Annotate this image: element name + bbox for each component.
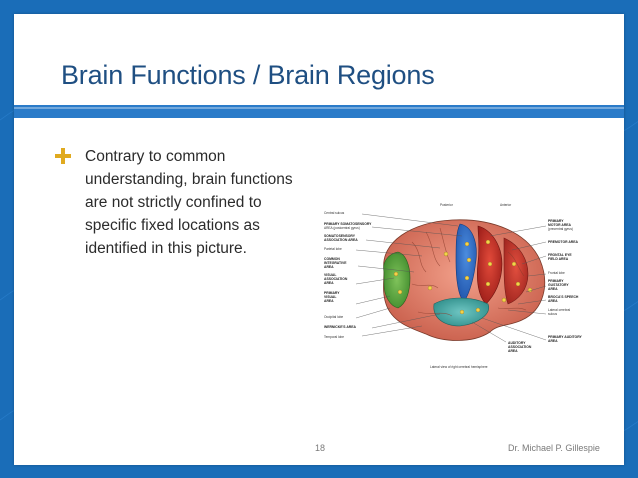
label-primary-auditory: PRIMARY AUDITORY <box>548 335 583 339</box>
label-auditory: AUDITORY <box>508 341 526 345</box>
label-association-area: ASSOCIATION AREA <box>324 238 358 242</box>
label-primary-3: PRIMARY <box>548 279 564 283</box>
left-labels: Central sulcus PRIMARY SOMATOSENSORY ARE… <box>324 211 372 339</box>
label-motor-area: MOTOR AREA <box>548 223 572 227</box>
label-area-1: AREA <box>324 265 334 269</box>
label-association-2: ASSOCIATION <box>508 345 532 349</box>
label-gustatory: GUSTATORY <box>548 283 569 287</box>
slide: Brain Functions / Brain Regions Contrary… <box>14 14 624 465</box>
label-area-4: AREA <box>548 287 558 291</box>
author-name: Dr. Michael P. Gillespie <box>508 443 600 453</box>
label-brocas-speech: BROCA'S SPEECH <box>548 295 579 299</box>
label-common: COMMON <box>324 257 340 261</box>
label-anterior: Anterior <box>500 203 512 207</box>
label-field-area: FIELD AREA <box>548 257 569 261</box>
brain-diagram: Posterior Anterior Central sulcus PRIMAR… <box>324 203 583 369</box>
label-visual-2: VISUAL <box>324 295 336 299</box>
label-primary-1: PRIMARY <box>324 291 340 295</box>
label-area-5: AREA <box>548 299 558 303</box>
right-labels: PRIMARY MOTOR AREA (precentral gyrus) PR… <box>548 219 583 343</box>
page-number: 18 <box>315 443 326 453</box>
label-postcentral-gyrus: AREA (postcentral gyrus) <box>324 226 360 230</box>
label-posterior: Posterior <box>440 203 454 207</box>
label-somatosensory: SOMATOSENSORY <box>324 234 356 238</box>
leader-lines <box>355 213 547 343</box>
label-area-2: AREA <box>324 281 334 285</box>
label-area-7: AREA <box>508 349 518 353</box>
figure-caption: Lateral view of right cerebral hemispher… <box>430 365 488 369</box>
bottom-labels: AUDITORY ASSOCIATION AREA <box>508 341 532 353</box>
label-primary-2: PRIMARY <box>548 219 564 223</box>
label-lateral-cerebral: Lateral cerebral <box>548 308 570 312</box>
title-band: Brain Functions / Brain Regions <box>14 14 624 105</box>
label-association: ASSOCIATION <box>324 277 348 281</box>
label-central-sulcus: Central sulcus <box>324 211 345 215</box>
label-primary-somatosensory: PRIMARY SOMATOSENSORY <box>324 222 372 226</box>
plus-bullet-icon <box>55 148 71 164</box>
label-integrative: INTEGRATIVE <box>324 261 347 265</box>
label-sulcus: sulcus <box>548 312 557 316</box>
label-parietal-lobe: Parietal lobe <box>324 247 342 251</box>
label-area-3: AREA <box>324 299 334 303</box>
label-area-6: AREA <box>548 339 558 343</box>
label-precentral-gyrus: (precentral gyrus) <box>548 227 573 231</box>
label-temporal-lobe: Temporal lobe <box>324 335 344 339</box>
label-frontal-lobe: Frontal lobe <box>548 271 565 275</box>
bullet-text: Contrary to common understanding, brain … <box>85 148 293 257</box>
label-occipital-lobe: Occipital lobe <box>324 315 343 319</box>
label-visual: VISUAL <box>324 273 336 277</box>
label-wernickes-area: WERNICKE'S AREA <box>324 325 357 329</box>
label-premotor-area: PREMOTOR AREA <box>548 240 579 244</box>
brain-illustration <box>383 219 546 341</box>
title-divider <box>14 105 624 118</box>
label-frontal-eye: FRONTAL EYE <box>548 253 572 257</box>
slide-title: Brain Functions / Brain Regions <box>61 60 435 90</box>
